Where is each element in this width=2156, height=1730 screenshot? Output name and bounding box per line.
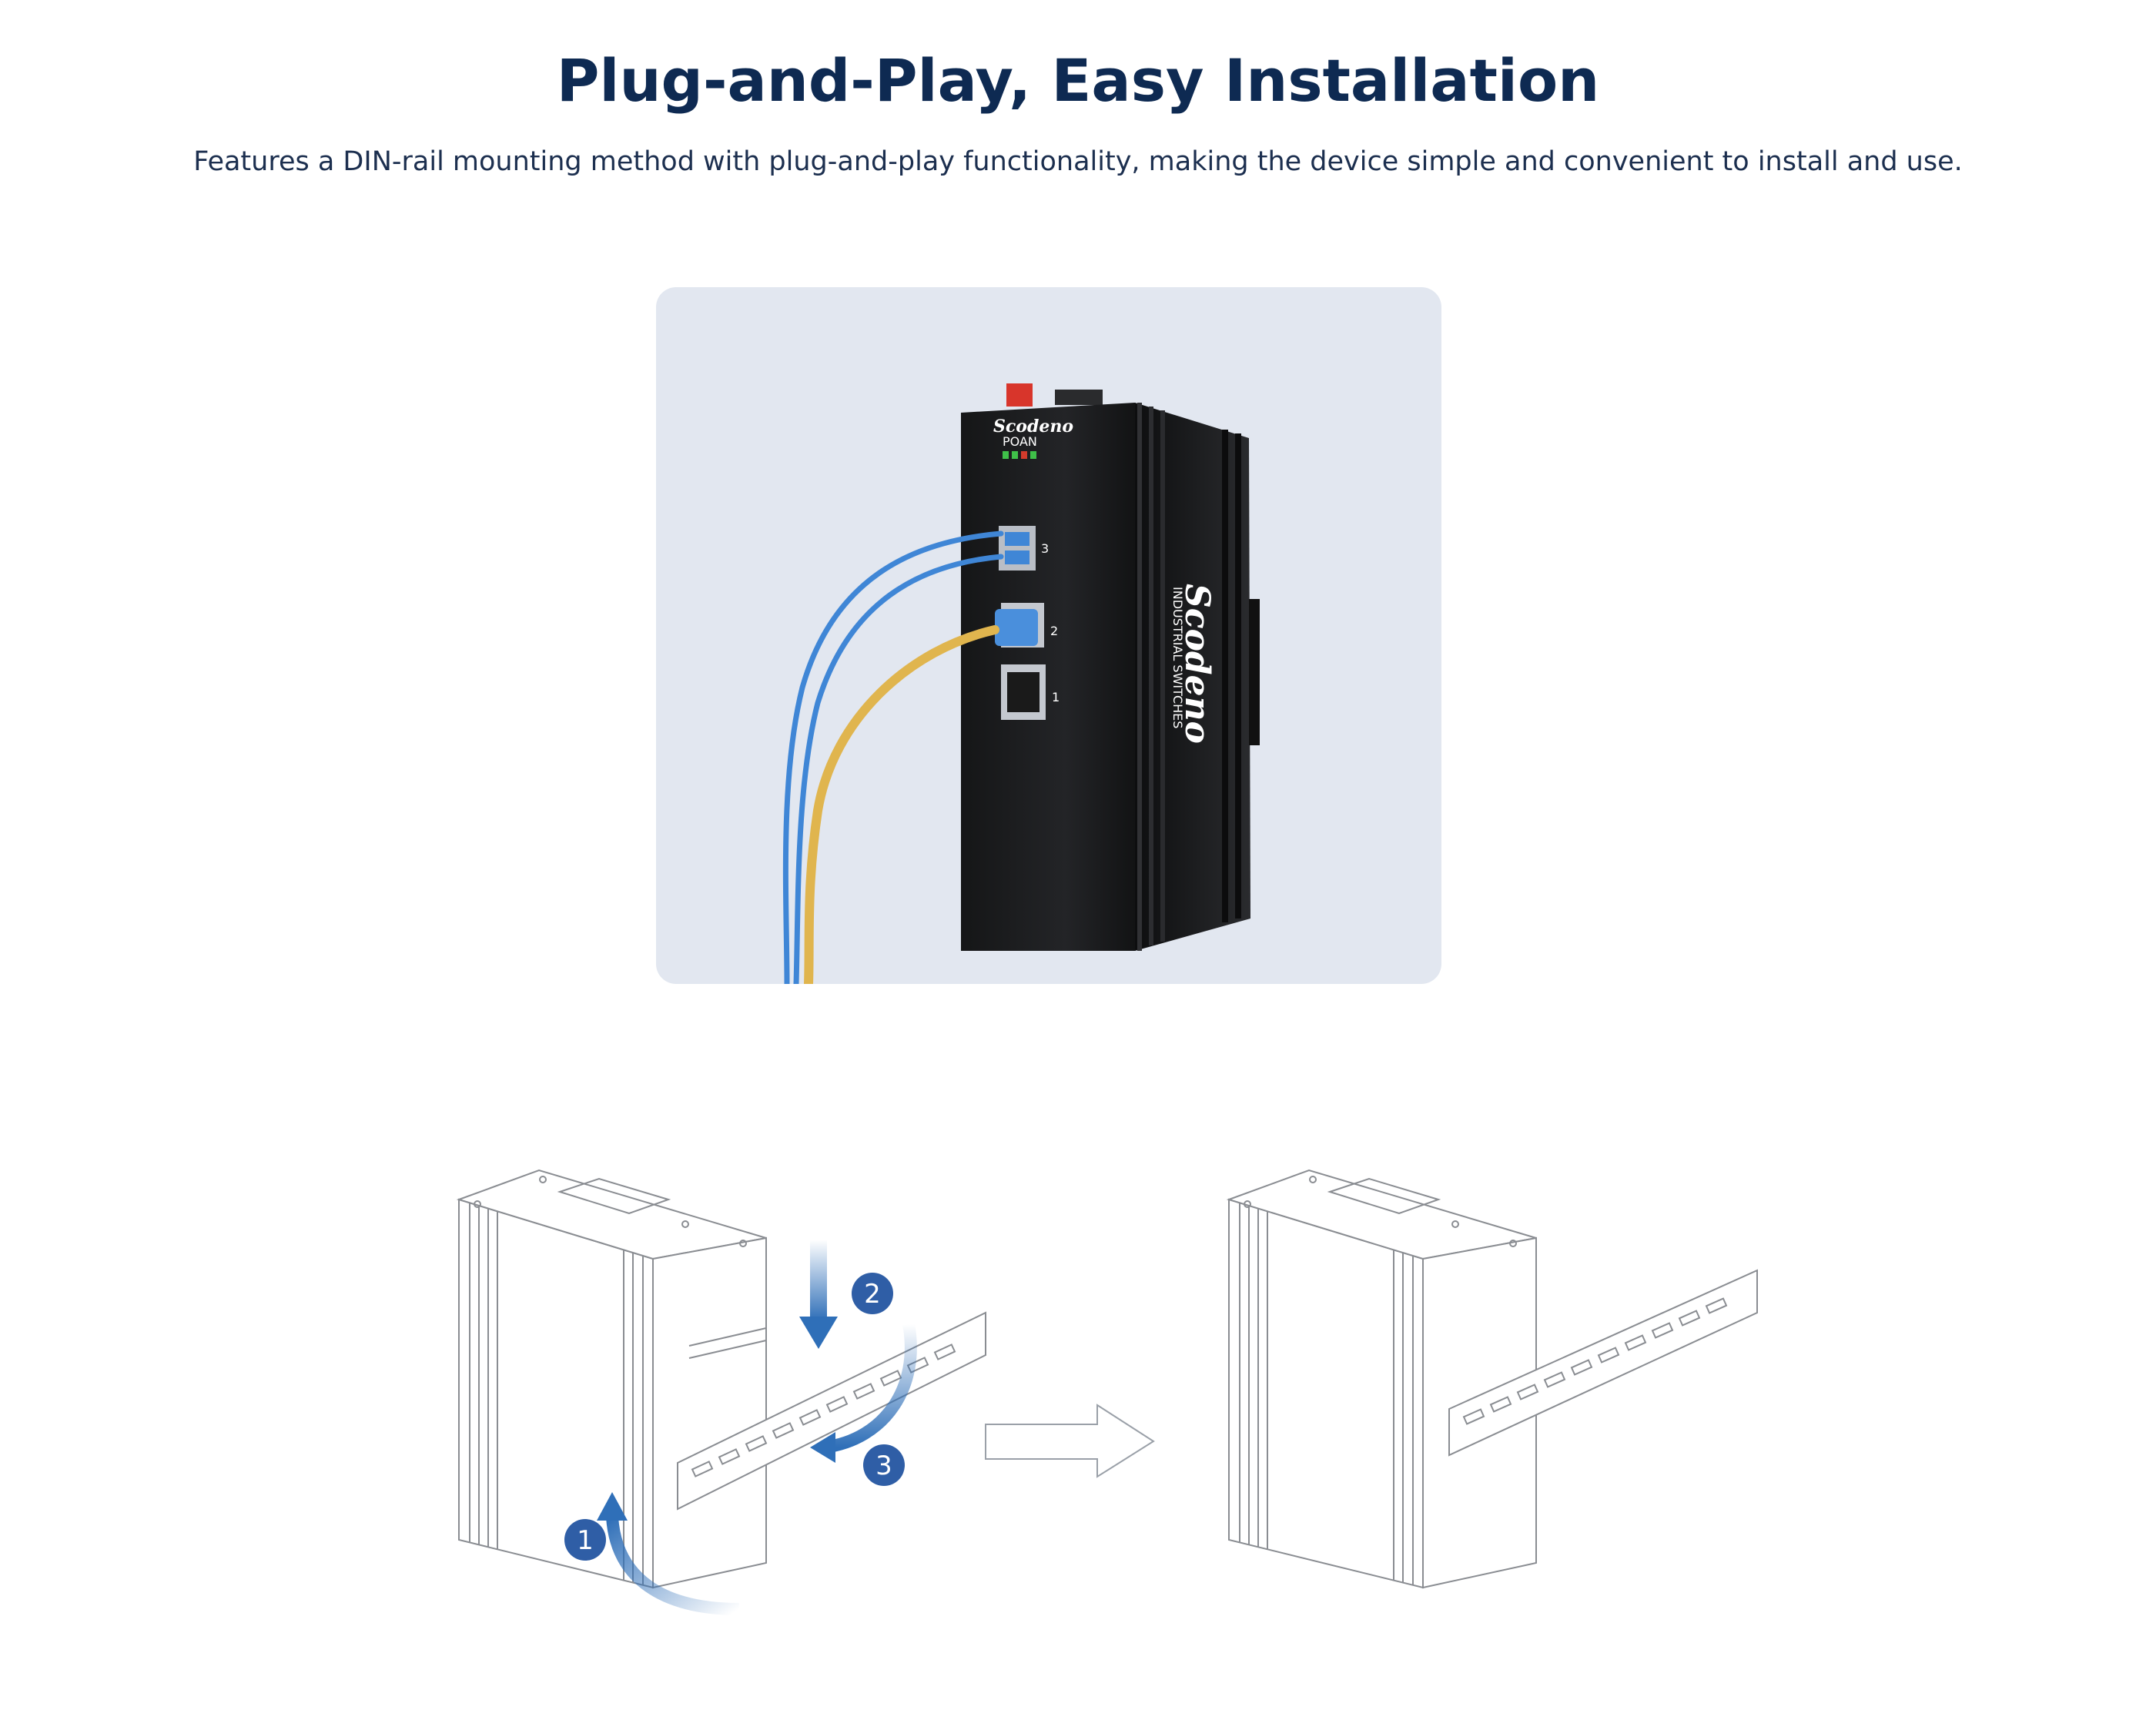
page-title: Plug-and-Play, Easy Installation [556,46,1600,115]
port-label-1: 1 [1052,690,1060,704]
fiber-cables [782,530,1004,984]
svg-text:Scodeno: Scodeno [1177,584,1217,744]
svg-text:2: 2 [864,1279,881,1310]
power-terminal [1006,383,1033,407]
svg-text:1: 1 [577,1525,594,1556]
device-front-panel [961,403,1135,951]
svg-text:3: 3 [875,1451,892,1481]
step-badge-1: 1 [564,1519,606,1561]
step-badge-3: 3 [863,1444,905,1486]
curved-arrow-up-icon [606,1516,740,1615]
arrow-right-icon [985,1404,1155,1478]
product-photo: Scodeno POAN 3 2 1 Scodeno INDUSTRIAL SW… [782,383,1260,984]
port-label-3: 3 [1041,541,1049,556]
brand-logo: Scodeno [993,417,1073,437]
product-photo-panel: Scodeno POAN 3 2 1 Scodeno INDUSTRIAL SW… [656,287,1441,984]
device-after-mount [1226,1169,1537,1589]
led-label: POAN [1003,434,1037,449]
side-sub-label: INDUSTRIAL SWITCHES [1170,587,1185,728]
curved-arrow-left-icon [822,1323,917,1454]
port-label-2: 2 [1050,624,1058,638]
ethernet-cable [804,625,999,984]
din-rail-right [1448,1269,1758,1457]
din-rail-illustration: 2 3 1 [456,1169,1758,1615]
step-badge-2: 2 [852,1273,893,1314]
page-subtitle: Features a DIN-rail mounting method with… [193,146,1963,177]
status-leds [1003,451,1036,459]
device-side-fins [1135,403,1260,951]
arrow-down-icon [799,1240,838,1349]
side-brand-logo: Scodeno INDUSTRIAL SWITCHES [1170,584,1217,744]
installation-diagram: 2 3 1 [0,1109,2156,1725]
